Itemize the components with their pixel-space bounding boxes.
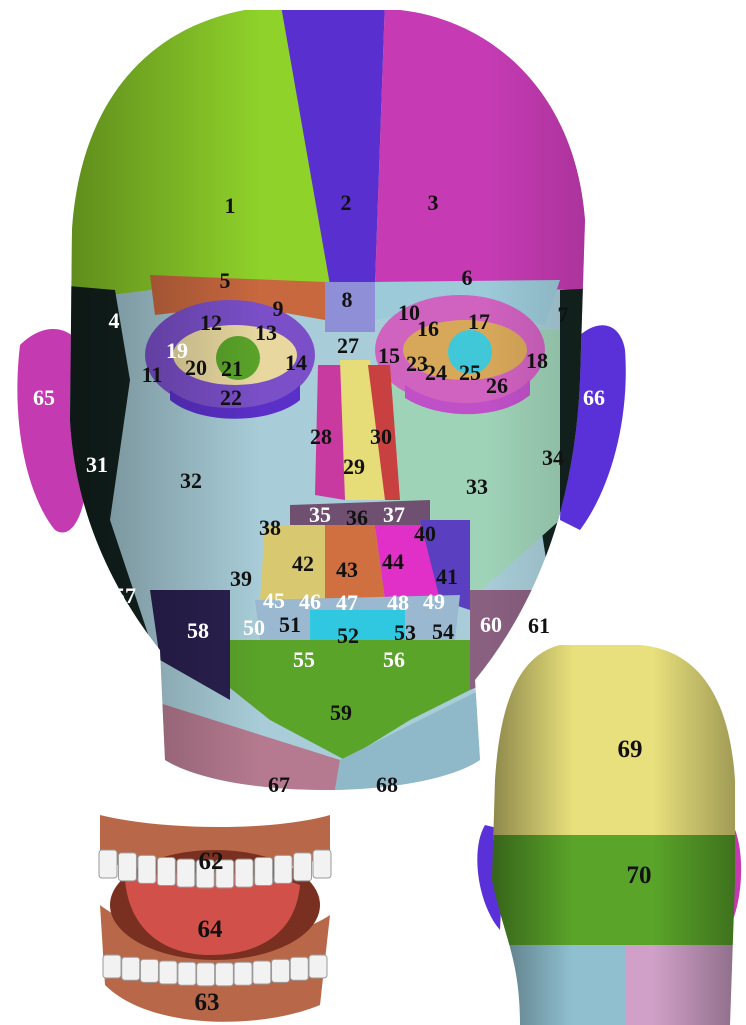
- label-65: 65: [33, 385, 55, 410]
- label-56: 56: [383, 647, 405, 672]
- label-52: 52: [337, 623, 359, 648]
- label-25: 25: [459, 360, 481, 385]
- label-57: 57: [114, 583, 136, 608]
- label-28: 28: [310, 424, 332, 449]
- tooth: [272, 959, 290, 982]
- label-64: 64: [198, 916, 224, 943]
- label-5: 5: [220, 268, 231, 293]
- label-38: 38: [259, 515, 281, 540]
- tooth: [99, 850, 117, 878]
- tooth: [253, 961, 271, 984]
- label-30: 30: [370, 424, 392, 449]
- label-67: 67: [268, 772, 290, 797]
- tooth: [235, 859, 253, 887]
- label-45: 45: [263, 588, 285, 613]
- label-44: 44: [382, 549, 404, 574]
- label-11: 11: [142, 362, 163, 387]
- label-3: 3: [428, 190, 439, 215]
- label-58: 58: [187, 618, 209, 643]
- back-of-head: [480, 640, 746, 1025]
- label-16: 16: [417, 316, 439, 341]
- label-43: 43: [336, 557, 358, 582]
- label-60: 60: [480, 612, 502, 637]
- tooth: [177, 859, 195, 887]
- label-27: 27: [337, 333, 359, 358]
- label-22: 22: [220, 385, 242, 410]
- label-69: 69: [618, 736, 643, 763]
- label-18: 18: [526, 348, 548, 373]
- label-70: 70: [627, 862, 652, 889]
- label-17: 17: [468, 309, 490, 334]
- label-12: 12: [200, 310, 222, 335]
- tooth: [122, 957, 140, 980]
- label-61: 61: [528, 613, 550, 638]
- label-13: 13: [255, 320, 277, 345]
- label-63: 63: [195, 989, 220, 1016]
- label-62: 62: [199, 848, 224, 875]
- label-24: 24: [425, 360, 447, 385]
- label-29: 29: [343, 454, 365, 479]
- label-53: 53: [394, 620, 416, 645]
- label-26: 26: [486, 373, 508, 398]
- label-51: 51: [279, 612, 301, 637]
- label-9: 9: [273, 296, 284, 321]
- label-35: 35: [309, 502, 331, 527]
- label-47: 47: [336, 590, 358, 615]
- tooth: [290, 957, 308, 980]
- label-59: 59: [330, 700, 352, 725]
- label-36: 36: [346, 505, 368, 530]
- tooth: [255, 858, 273, 886]
- label-42: 42: [292, 551, 314, 576]
- label-34: 34: [542, 445, 564, 470]
- label-1: 1: [225, 193, 236, 218]
- tooth: [234, 962, 252, 985]
- tooth: [313, 850, 331, 878]
- label-66: 66: [583, 385, 605, 410]
- label-55: 55: [293, 647, 315, 672]
- tooth: [103, 955, 121, 978]
- label-54: 54: [432, 619, 454, 644]
- label-48: 48: [387, 590, 409, 615]
- label-21: 21: [221, 356, 243, 381]
- tooth: [215, 963, 233, 986]
- tooth: [309, 955, 327, 978]
- tooth: [274, 855, 292, 883]
- label-7: 7: [558, 302, 569, 327]
- label-68: 68: [376, 772, 398, 797]
- label-2: 2: [341, 190, 352, 215]
- label-37: 37: [383, 502, 405, 527]
- label-14: 14: [285, 350, 307, 375]
- label-46: 46: [299, 589, 321, 614]
- tooth: [118, 853, 136, 881]
- label-40: 40: [414, 521, 436, 546]
- label-33: 33: [466, 474, 488, 499]
- label-4: 4: [109, 308, 120, 333]
- label-32: 32: [180, 468, 202, 493]
- label-31: 31: [86, 452, 108, 477]
- label-20: 20: [185, 355, 207, 380]
- tooth: [197, 963, 215, 986]
- tooth: [178, 962, 196, 985]
- tooth: [294, 853, 312, 881]
- label-6: 6: [462, 265, 473, 290]
- label-49: 49: [423, 589, 445, 614]
- tooth: [140, 959, 158, 982]
- label-50: 50: [243, 615, 265, 640]
- tooth: [138, 855, 156, 883]
- label-39: 39: [230, 566, 252, 591]
- tooth: [157, 858, 175, 886]
- label-41: 41: [436, 564, 458, 589]
- label-8: 8: [342, 287, 353, 312]
- tooth: [159, 961, 177, 984]
- label-15: 15: [378, 343, 400, 368]
